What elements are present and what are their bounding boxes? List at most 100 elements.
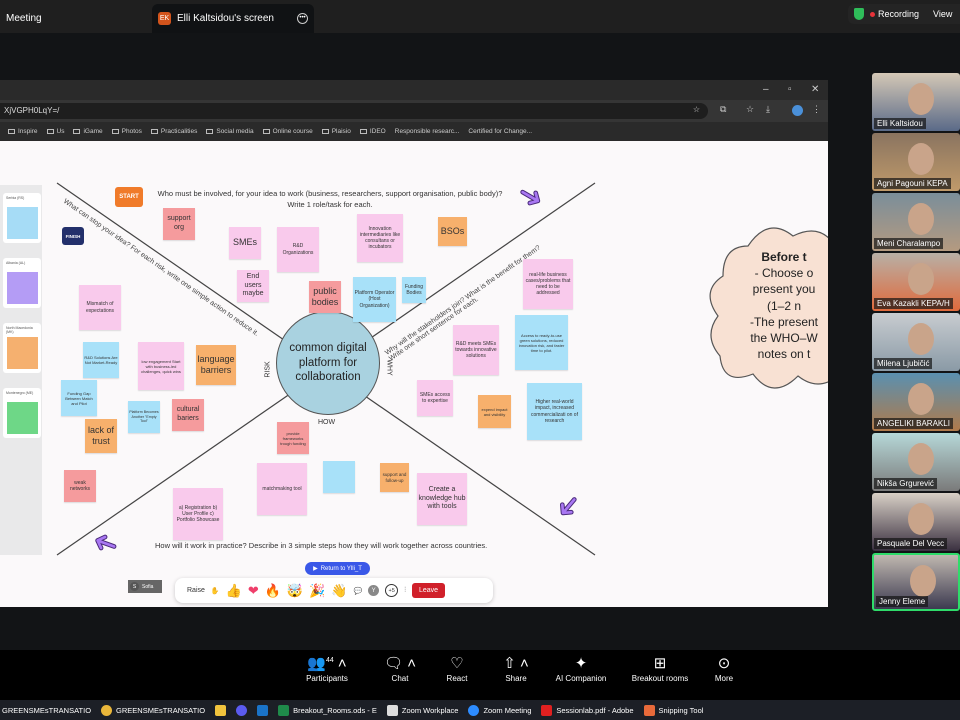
react-button[interactable]: ♡React xyxy=(429,654,485,683)
taskbar-item[interactable]: GREENSMEsTRANSATIO xyxy=(2,706,91,715)
chat-icon[interactable]: 💬 xyxy=(353,587,363,595)
avatar[interactable]: Y xyxy=(368,585,380,596)
sticky-note[interactable]: low engagement Start with business-led c… xyxy=(138,342,184,390)
sticky-note[interactable]: public bodies xyxy=(309,281,341,313)
sticky-note[interactable]: Innovation intermediaries like consultan… xyxy=(357,214,403,262)
sticky-note[interactable]: expend impact and visibility xyxy=(478,395,511,428)
center-idea[interactable]: common digital platform for collaboratio… xyxy=(276,311,380,415)
video-tile[interactable]: Elli Kaltsidou xyxy=(872,73,960,131)
hand-icon[interactable]: ✋ xyxy=(210,587,220,595)
sticky-note-empty[interactable] xyxy=(323,461,355,493)
star-icon[interactable]: ☆ xyxy=(692,105,700,114)
bookmarks-icon[interactable]: ☆ xyxy=(746,104,755,114)
taskbar-item[interactable] xyxy=(257,704,269,716)
sticky-note[interactable]: Mismatch of expectations xyxy=(79,285,121,330)
taskbar-item[interactable] xyxy=(215,704,227,716)
taskbar-item[interactable]: Zoom Meeting xyxy=(468,704,531,716)
raise-hand-button[interactable]: Raise xyxy=(187,587,205,594)
whiteboard-canvas[interactable]: Serbia (RS) Albania (AL) North Macedonia… xyxy=(0,141,828,607)
taskbar-item[interactable]: Zoom Workplace xyxy=(386,704,458,716)
video-tile[interactable]: Nikša Grgurević xyxy=(872,433,960,491)
bookmark[interactable]: Practicalities xyxy=(150,128,197,135)
breakout-rooms-button[interactable]: ⊞Breakout rooms xyxy=(626,654,694,683)
sticky-note[interactable]: R&D Solutions Are Not Market-Ready xyxy=(83,342,119,378)
taskbar-item[interactable]: GREENSMEsTRANSATIO xyxy=(101,704,205,716)
frame-card[interactable]: North Macedonia (MK) xyxy=(3,323,41,373)
sticky-note[interactable]: SMEs access to expertise xyxy=(417,380,453,416)
profile-avatar[interactable] xyxy=(792,105,803,116)
sticky-note[interactable]: matchmaking tool xyxy=(257,463,307,515)
video-tile[interactable]: Milena Ljubičić xyxy=(872,313,960,371)
sticky-note[interactable]: End users maybe xyxy=(237,270,269,302)
sticky-note[interactable]: lack of trust xyxy=(85,419,117,453)
sticky-note[interactable]: weak networks xyxy=(64,470,96,502)
sticky-note[interactable]: real-life business cases/problems that n… xyxy=(523,259,573,309)
sticky-note[interactable]: Create a knowledge hub with tools xyxy=(417,473,467,525)
settings-sliders-icon[interactable]: ⫶ xyxy=(404,586,406,594)
recording-indicator[interactable]: Recording View xyxy=(848,4,960,24)
sticky-note[interactable]: R&D Organizations xyxy=(277,227,319,272)
bookmark[interactable]: iGame xyxy=(73,128,103,135)
video-tile[interactable]: Meni Charalampo xyxy=(872,193,960,251)
more-participants-badge[interactable]: +5 xyxy=(385,584,399,597)
ai-companion-button[interactable]: ✦AI Companion xyxy=(550,654,612,683)
taskbar-item[interactable] xyxy=(236,704,248,716)
return-to-button[interactable]: ▶Return to Ylli_T xyxy=(305,562,370,575)
wave-icon[interactable]: 👋 xyxy=(331,582,348,598)
more-icon[interactable]: ••• xyxy=(297,13,308,24)
more-button[interactable]: ⊙More xyxy=(696,654,752,683)
sticky-note[interactable]: Platform Becomes Another "Empty Tool" xyxy=(128,401,160,433)
sticky-note[interactable]: SMEs xyxy=(229,227,261,259)
bookmark[interactable]: Responsible researc... xyxy=(395,128,460,135)
heart-icon[interactable]: ❤ xyxy=(247,582,259,598)
bookmark[interactable]: Social media xyxy=(206,128,254,135)
video-tile-active-speaker[interactable]: Jenny Eleme xyxy=(872,553,960,611)
sticky-note[interactable]: provide frameworks trough funding xyxy=(277,422,309,454)
chat-button[interactable]: 🗨 ˄Chat xyxy=(372,654,428,683)
video-tile[interactable]: ANGELIKI BARAKLI xyxy=(872,373,960,431)
sticky-note[interactable]: support org xyxy=(163,208,195,240)
sticky-note[interactable]: Access to ready-to-use green solutions, … xyxy=(515,315,568,370)
download-icon[interactable]: ⤓ xyxy=(766,104,770,114)
sticky-note[interactable]: language barriers xyxy=(196,345,236,385)
url-input[interactable]: XjVGPH0LqY=/☆ xyxy=(0,103,708,119)
frame-card[interactable]: Serbia (RS) xyxy=(3,193,41,243)
fire-icon[interactable]: 🔥 xyxy=(264,582,281,598)
close-icon[interactable]: ✕ xyxy=(811,84,820,95)
extensions-icon[interactable]: ⧉ xyxy=(720,104,727,114)
restore-icon[interactable]: ▫ xyxy=(788,84,792,95)
taskbar-item[interactable]: Sessionlab.pdf - Adobe xyxy=(541,704,634,716)
sticky-note[interactable]: Platform Operator (Host Organization) xyxy=(353,277,396,322)
sticky-note[interactable]: support and follow-up xyxy=(380,463,409,492)
video-tile[interactable]: Eva Kazakli KEPA/H xyxy=(872,253,960,311)
thumbs-up-icon[interactable]: 👍 xyxy=(225,582,242,598)
sticky-note[interactable]: Funding Bodies xyxy=(402,277,426,303)
menu-icon[interactable]: ⋮ xyxy=(812,104,821,114)
sticky-note[interactable]: cultural bariers xyxy=(172,399,204,431)
bookmark[interactable]: Inspire xyxy=(8,128,38,135)
bookmark[interactable]: IDEO xyxy=(359,128,386,135)
bookmark[interactable]: Online course xyxy=(262,128,313,135)
party-icon[interactable]: 🎉 xyxy=(309,582,326,598)
video-tile[interactable]: Agni Pagouni KEPA xyxy=(872,133,960,191)
bookmark[interactable]: Certified for Change... xyxy=(468,128,532,135)
sticky-note[interactable]: Higher real-world impact, increased comm… xyxy=(527,383,582,440)
video-tile[interactable]: Pasquale Del Vecc xyxy=(872,493,960,551)
bookmark[interactable]: Photos xyxy=(111,128,142,135)
sticky-note[interactable]: Funding Gap Between Match and Pilot xyxy=(61,380,97,416)
sticky-note[interactable]: BSOs xyxy=(438,217,467,246)
participants-button[interactable]: 👥44 ˄Participants xyxy=(299,654,355,683)
tab-shared-screen[interactable]: EK Elli Kaltsidou's screen ••• xyxy=(152,4,314,33)
taskbar-item[interactable]: Snipping Tool xyxy=(643,704,703,716)
leave-button[interactable]: Leave xyxy=(411,583,446,598)
share-button[interactable]: ⇧ ˄Share xyxy=(488,654,544,683)
frame-card[interactable]: Montenegro (ME) xyxy=(3,388,41,438)
bookmark[interactable]: Plaisio xyxy=(321,128,351,135)
tab-meeting[interactable]: Meeting xyxy=(0,4,48,33)
taskbar-item[interactable]: Breakout_Rooms.ods - E xyxy=(278,704,377,716)
frame-card[interactable]: Albania (AL) xyxy=(3,258,41,308)
sticky-note[interactable]: a) Registration b) User Profile c) Portf… xyxy=(173,488,223,540)
mind-blown-icon[interactable]: 🤯 xyxy=(286,582,304,598)
minimize-icon[interactable]: – xyxy=(763,84,769,95)
bookmark[interactable]: Us xyxy=(46,128,64,135)
